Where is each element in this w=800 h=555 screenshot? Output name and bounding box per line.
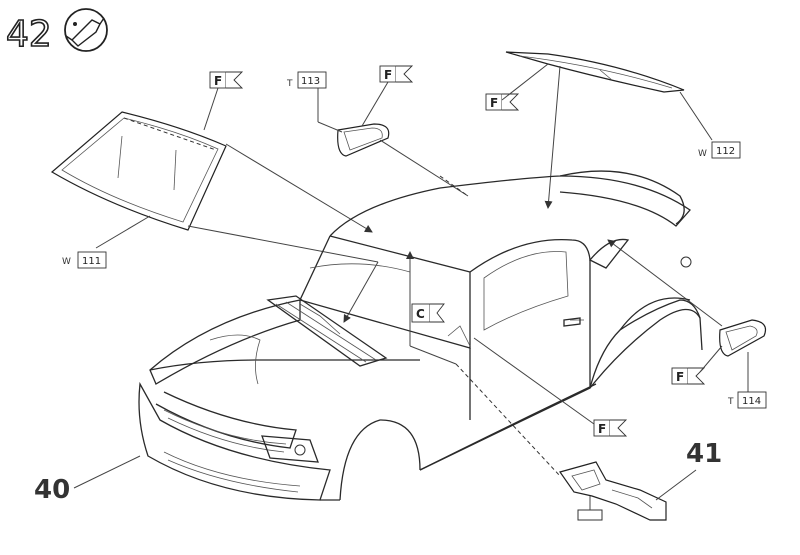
rear-window-part [505,51,685,93]
part-label-w112: W 112 [679,91,741,159]
flag-marker-rear-window: F [485,63,549,111]
quarter-window-left-arrow [379,139,469,197]
flag-marker-quarter-right: F [671,345,723,385]
part-label-t113: T 113 [286,71,343,133]
part-label-w111: W 111 [62,215,151,269]
svg-text:F: F [676,370,684,384]
windshield-arrow-top [225,143,373,233]
subassembly-40-label: 40 [34,475,70,505]
svg-text:F: F [384,68,392,82]
interior-fit-line [455,363,561,477]
part-label-t114: T 114 [727,352,767,409]
svg-text:111: 111 [82,256,101,267]
callout-c: C [406,251,457,365]
step-number: 42 [6,14,52,55]
interior-subassembly-part [559,461,667,521]
svg-text:F: F [214,74,222,88]
svg-text:114: 114 [742,396,761,407]
quarter-window-right-arrow [607,239,723,327]
svg-text:T: T [286,79,293,89]
flag-marker-quarter-left: F [361,65,414,127]
flag-marker-windshield: F [203,71,244,131]
glue-tube-icon [64,8,108,52]
svg-text:F: F [490,96,498,110]
svg-text:112: 112 [716,146,735,157]
svg-text:113: 113 [301,76,320,87]
car-body-shell [138,170,703,501]
flag-marker-door: F [473,337,628,437]
svg-text:W: W [698,149,707,159]
rear-window-arrow [544,65,561,209]
quarter-window-right-part [719,319,767,357]
subassembly-41-label: 41 [686,439,722,469]
svg-text:W: W [62,257,71,267]
svg-text:T: T [727,397,734,407]
quarter-window-left-part [337,123,390,157]
windshield-part [50,111,227,231]
svg-text:F: F [598,422,606,436]
windshield-arrow-bottom [187,225,379,263]
svg-text:C: C [416,307,425,321]
